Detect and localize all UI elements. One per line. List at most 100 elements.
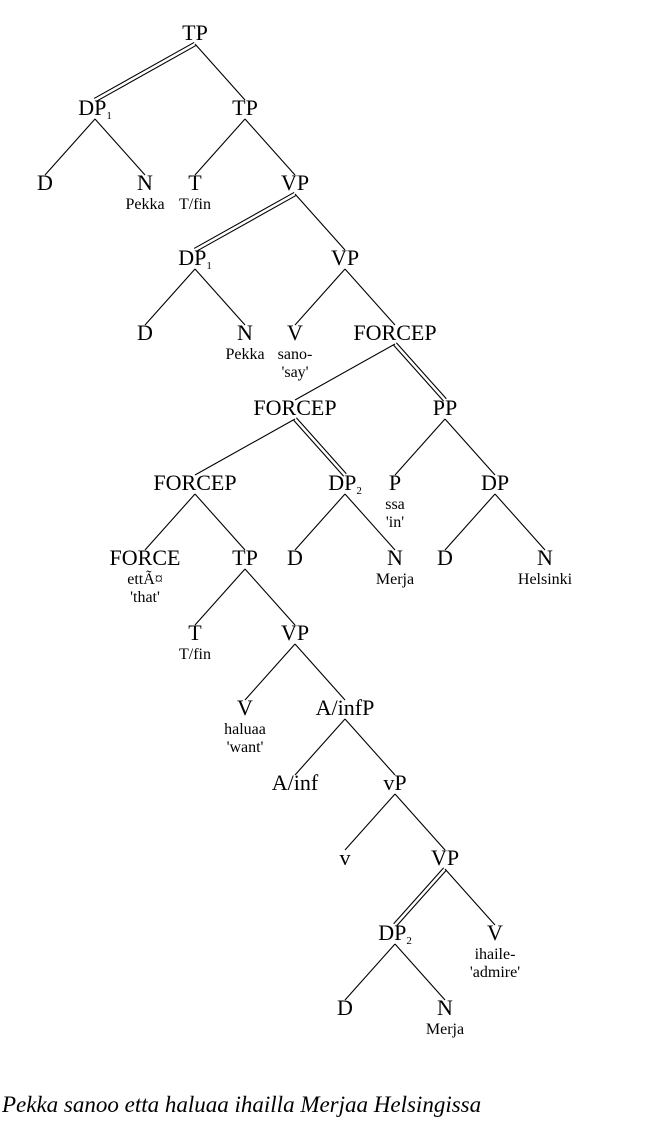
terminal-word-v2-1: 'say' [281, 364, 308, 381]
movement-edge-tp0-dp1a-1 [95, 45, 197, 103]
node-vsp: vP [383, 770, 406, 795]
terminal-word-n4-0: Helsinki [518, 571, 573, 588]
terminal-word-v2-0: sano- [278, 346, 313, 363]
node-p: P [389, 470, 401, 495]
edge-dp2a-d3 [294, 493, 346, 551]
terminal-word-t2-0: T/fin [179, 646, 211, 663]
movement-edge-fp0-pp-1 [395, 342, 447, 400]
node-dp1b: DP1 [178, 245, 212, 272]
edge-fp2-force [144, 493, 196, 551]
node-n5: N [437, 995, 453, 1020]
node-fp1: FORCEP [253, 395, 336, 420]
edge-vp3-ainfp [294, 643, 346, 701]
node-d3: D [287, 545, 303, 570]
edge-fp2-tp2 [194, 493, 246, 551]
node-d2: D [137, 320, 153, 345]
node-index-dp1a: 1 [106, 110, 112, 122]
edge-tp1-t1 [194, 118, 246, 176]
movement-edge-fp1-dp2a-0 [293, 419, 345, 477]
node-v2: V [287, 320, 303, 345]
node-tp1: TP [232, 95, 258, 120]
edge-dp2b-d5 [344, 943, 396, 1001]
node-vp4: VP [431, 845, 459, 870]
terminal-word-v4-0: ihaile- [475, 946, 516, 963]
node-force: FORCE [110, 545, 181, 570]
movement-edge-vp4-dp2b-0 [393, 867, 445, 925]
edge-ainfp-vsp [344, 718, 396, 776]
movement-edge-vp4-dp2b-1 [395, 869, 447, 927]
node-ainf: A/inf [272, 770, 319, 795]
node-vs: v [340, 845, 351, 870]
edge-tp1-vp1 [244, 118, 296, 176]
terminal-word-p-0: ssa [385, 496, 405, 513]
movement-edge-vp1-dp1b-1 [195, 195, 297, 253]
edge-dp3-n4 [494, 493, 546, 551]
terminal-word-force-1: 'that' [130, 589, 160, 606]
edge-vp4-v4 [444, 868, 496, 926]
node-t2: T [188, 620, 202, 645]
node-fp2: FORCEP [153, 470, 236, 495]
example-sentence-caption: Pekka sanoo etta haluaa ihailla Merjaa H… [2, 1092, 482, 1117]
node-pp: PP [433, 395, 457, 420]
terminal-word-t1-0: T/fin [179, 196, 211, 213]
node-n4: N [537, 545, 553, 570]
terminal-word-n3-0: Merja [376, 571, 414, 588]
node-tp0: TP [182, 20, 208, 45]
terminal-word-n5-0: Merja [426, 1021, 464, 1038]
node-vp1: VP [281, 170, 309, 195]
terminal-word-n1-0: Pekka [125, 196, 164, 213]
edge-vp2-fp0 [344, 268, 396, 326]
node-d1: D [37, 170, 53, 195]
edge-dp2b-n5 [394, 943, 446, 1001]
edge-tp2-t2 [194, 568, 246, 626]
movement-edge-vp1-dp1b-0 [193, 191, 295, 249]
edge-pp-p [394, 418, 446, 476]
edge-dp1a-n1 [94, 118, 146, 176]
node-index-dp2a: 2 [356, 485, 362, 497]
edge-vp1-vp2 [294, 193, 346, 251]
edge-dp3-d4 [444, 493, 496, 551]
node-n2: N [237, 320, 253, 345]
terminal-word-v3-0: haluaa [224, 721, 266, 738]
terminal-word-n2-0: Pekka [225, 346, 264, 363]
node-dp2a: DP2 [328, 470, 362, 497]
movement-edge-tp0-dp1a-0 [93, 41, 195, 99]
edge-fp0-fp1 [294, 343, 396, 401]
edge-vp2-v2 [294, 268, 346, 326]
edge-dp1b-n2 [194, 268, 246, 326]
tree-edges [44, 41, 546, 1001]
node-vp3: VP [281, 620, 309, 645]
node-ainfp: A/infP [316, 695, 375, 720]
terminal-word-v4-1: 'admire' [470, 964, 520, 981]
edge-vp3-v3 [244, 643, 296, 701]
node-index-dp1b: 1 [206, 260, 212, 272]
node-t1: T [188, 170, 202, 195]
edge-tp0-tp1 [194, 43, 246, 101]
node-dp2b: DP2 [378, 920, 412, 947]
node-n3: N [387, 545, 403, 570]
movement-edge-fp1-dp2a-1 [295, 417, 347, 475]
node-index-dp2b: 2 [406, 935, 412, 947]
node-dp3: DP [481, 470, 509, 495]
edge-tp2-vp3 [244, 568, 296, 626]
edge-fp1-fp2 [194, 418, 296, 476]
node-v3: V [237, 695, 253, 720]
edge-pp-dp3 [444, 418, 496, 476]
node-tp2: TP [232, 545, 258, 570]
terminal-word-force-0: ettÃ¤ [127, 570, 163, 588]
terminal-word-p-1: 'in' [386, 514, 404, 531]
node-vp2: VP [331, 245, 359, 270]
edge-dp1a-d1 [44, 118, 96, 176]
terminal-word-v3-1: 'want' [227, 739, 264, 756]
edge-vsp-vs [344, 793, 396, 851]
edge-vsp-vp4 [394, 793, 446, 851]
edge-dp2a-n3 [344, 493, 396, 551]
movement-edge-fp0-pp-0 [393, 344, 445, 402]
node-d5: D [337, 995, 353, 1020]
node-fp0: FORCEP [353, 320, 436, 345]
node-n1: N [137, 170, 153, 195]
node-dp1a: DP1 [78, 95, 112, 122]
node-v4: V [487, 920, 503, 945]
edge-dp1b-d2 [144, 268, 196, 326]
